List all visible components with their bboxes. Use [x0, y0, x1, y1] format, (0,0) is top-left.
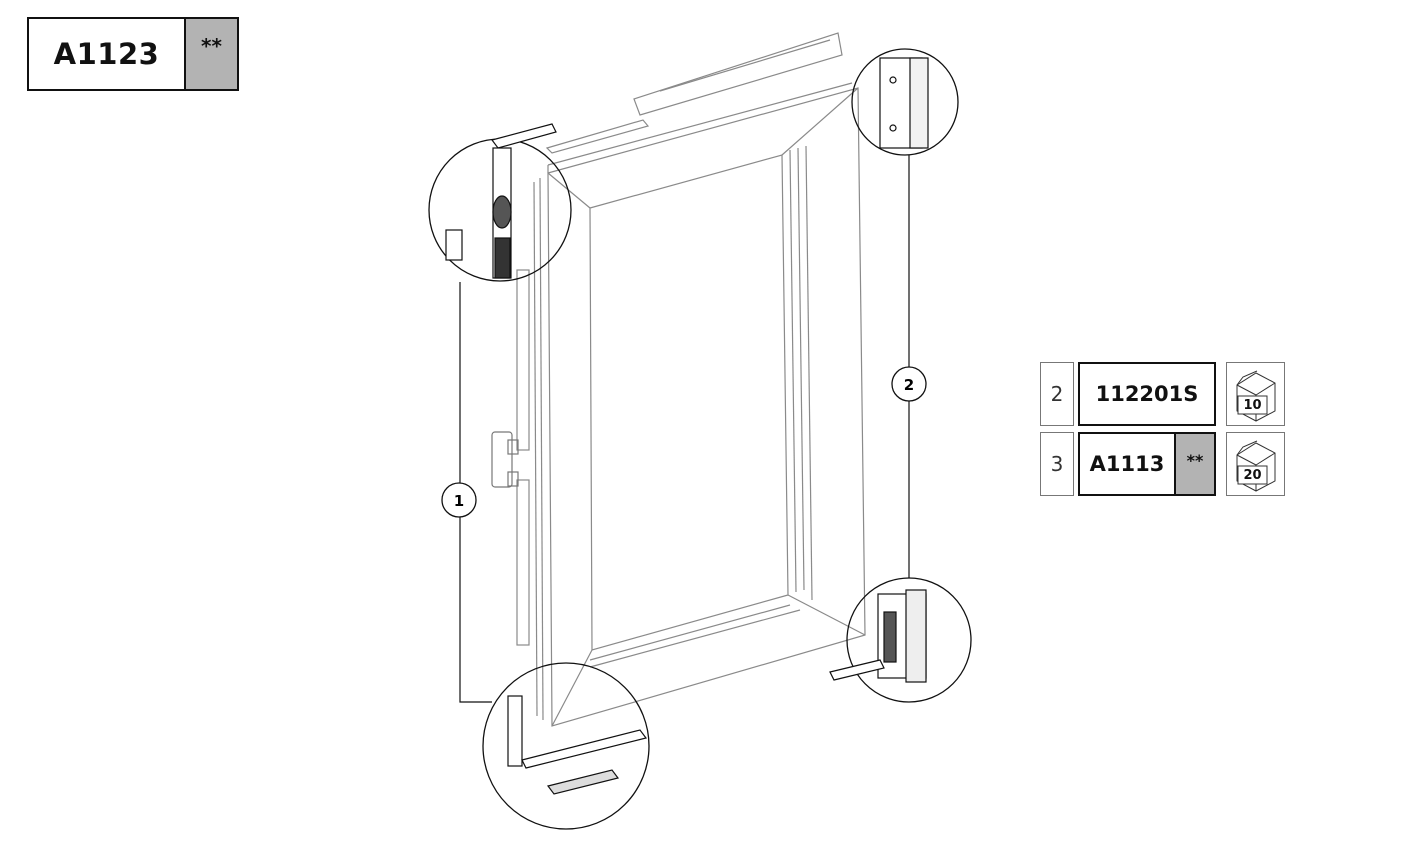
leader-lines	[459, 155, 910, 703]
keeper-part	[491, 431, 519, 488]
package-icon: 10	[1226, 362, 1285, 426]
detail-circle-bottom-left	[482, 662, 650, 830]
callout-1-label: 1	[454, 492, 464, 510]
callout-2-label: 2	[904, 376, 914, 394]
part-code: A1113	[1089, 452, 1165, 476]
package-icon: 20	[1226, 432, 1285, 496]
article-finish: **	[184, 19, 237, 89]
top-hinge-detail	[879, 57, 929, 149]
article-code-box: A1123 **	[27, 17, 239, 91]
callout-2: 2	[891, 366, 927, 402]
corner-drive-detail	[507, 695, 648, 795]
package-quantity: 20	[1243, 467, 1262, 483]
bottom-hinge-detail	[829, 589, 927, 683]
package-quantity: 10	[1243, 397, 1262, 413]
part-finish: **	[1174, 434, 1214, 494]
part-position: 3	[1040, 432, 1074, 496]
part-code: 112201S	[1095, 382, 1199, 406]
article-code: A1123	[53, 37, 160, 71]
window-sash-frame	[516, 32, 866, 727]
handle-detail	[445, 123, 557, 279]
callout-1: 1	[441, 482, 477, 518]
detail-circle-top-right	[851, 48, 959, 156]
part-code-box: 112201S	[1078, 362, 1216, 426]
part-code-box: A1113 **	[1078, 432, 1216, 496]
part-position: 2	[1040, 362, 1074, 426]
